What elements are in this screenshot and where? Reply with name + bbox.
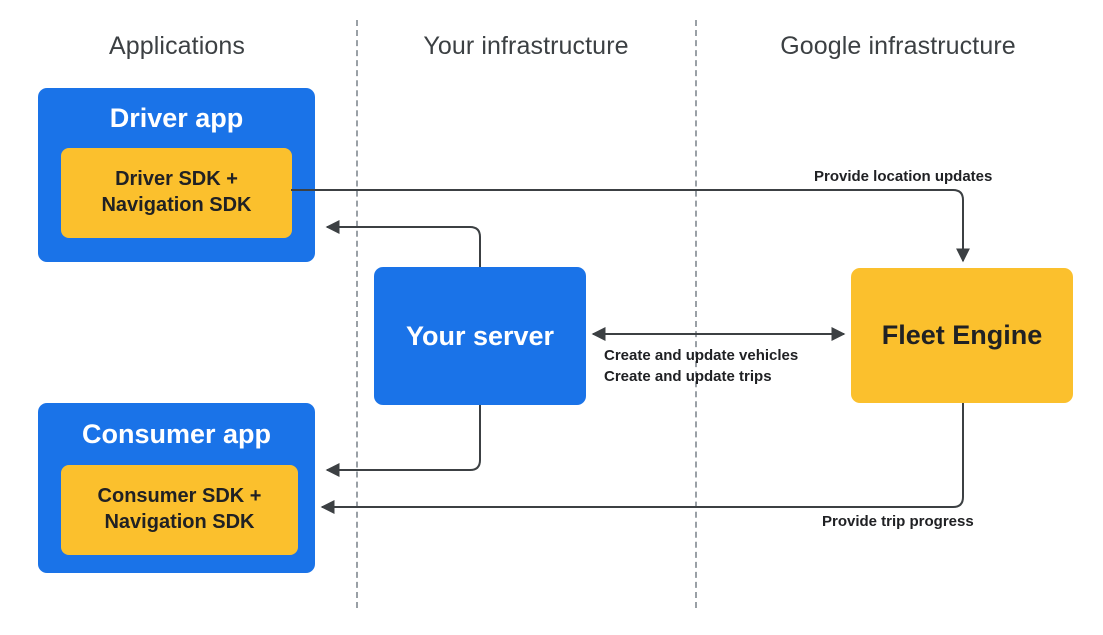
- node-fleet-engine[interactable]: Fleet Engine: [851, 268, 1073, 403]
- zone-divider-applications-infrastructure: [356, 20, 358, 608]
- node-driver-app-title: Driver app: [109, 103, 244, 133]
- zone-divider-infrastructure-google: [695, 20, 697, 608]
- edge-label-provide-location-updates: Provide location updates: [814, 168, 993, 185]
- node-consumer-app-title: Consumer app: [81, 419, 272, 449]
- zone-header-applications: Applications: [108, 32, 245, 60]
- edge-label-create-update-vehicles: Create and update vehicles: [604, 347, 799, 364]
- edge-label-create-and-update: Create and update vehicles Create and up…: [604, 345, 798, 388]
- edge-location-updates: [291, 189, 970, 263]
- node-driver-sdk-line2: Navigation SDK: [101, 194, 252, 216]
- node-your-server[interactable]: Your server: [374, 267, 586, 405]
- node-your-server-title: Your server: [405, 320, 555, 351]
- node-driver-sdk-label: Driver SDK + Navigation SDK: [101, 167, 251, 218]
- node-consumer-sdk-line1: Consumer SDK +: [97, 485, 262, 508]
- edge-label-create-update-trips: Create and update trips: [604, 368, 772, 386]
- zone-header-google-infrastructure: Google infrastructure: [780, 32, 1016, 60]
- zone-header-your-infrastructure: Your infrastructure: [423, 32, 629, 60]
- node-consumer-sdk-line2: Navigation SDK: [104, 511, 255, 533]
- edge-trip-progress: [320, 403, 964, 514]
- edge-label-provide-trip-progress: Provide trip progress: [822, 513, 974, 530]
- node-consumer-sdk-label: Consumer SDK + Navigation SDK: [98, 484, 262, 535]
- node-consumer-sdk[interactable]: Consumer SDK + Navigation SDK: [61, 465, 298, 555]
- node-driver-sdk-line1: Driver SDK +: [115, 168, 238, 191]
- node-fleet-engine-title: Fleet Engine: [881, 320, 1043, 350]
- edge-server-to-consumer-app: [325, 405, 481, 477]
- node-driver-sdk[interactable]: Driver SDK + Navigation SDK: [61, 148, 292, 238]
- edge-server-to-driver-app: [325, 220, 481, 267]
